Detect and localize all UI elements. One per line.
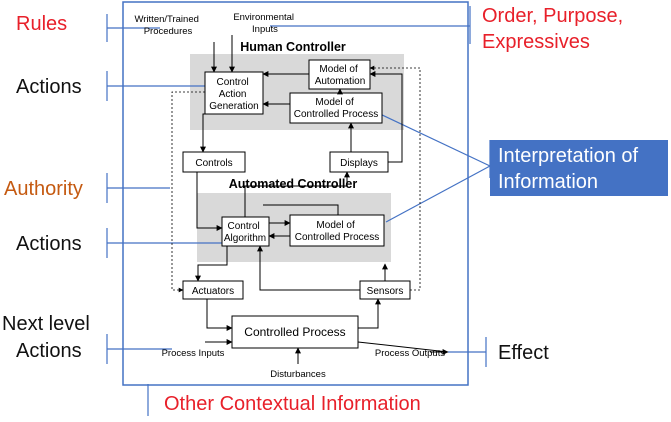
actions-top-label: Actions <box>16 76 82 98</box>
environmental-inputs-label: Environmental Inputs <box>233 12 296 35</box>
model-of-controlled-process-human-label: Model of Controlled Process <box>294 97 378 120</box>
model-of-automation-box <box>308 59 371 90</box>
human-controller-title: Human Controller <box>240 40 346 54</box>
outer-frame <box>122 1 469 386</box>
rules-label: Rules <box>16 13 67 35</box>
next-level-actions-label: Next level Actions <box>2 313 95 362</box>
arrow-algorithm-to-actuators <box>195 246 228 282</box>
other-contextual-information-label: Other Contextual Information <box>164 393 421 415</box>
label-connectors <box>106 6 491 416</box>
effect-label: Effect <box>498 342 549 364</box>
interpretation-box <box>490 140 668 196</box>
interpretation-of-information-label: Interpretation of Information <box>498 145 644 193</box>
process-inputs-label: Process Inputs <box>162 348 225 359</box>
dashed-cag-to-actuators <box>171 91 205 293</box>
controlled-process-label: Controlled Process <box>244 325 345 339</box>
control-action-generation-box <box>204 71 264 115</box>
arrow-process-to-sensors <box>358 298 381 329</box>
disturbances-label: Disturbances <box>270 369 326 380</box>
arrow-process-outputs <box>357 341 449 353</box>
arrow-displays-to-model-auto <box>369 71 403 163</box>
model-of-controlled-process-human-box <box>289 92 383 124</box>
arrow-model-to-model-auto <box>263 204 339 215</box>
written-procedures-label: Written/Trained Procedures <box>134 14 201 37</box>
dashed-sensors-to-model-auto <box>369 65 421 291</box>
actuators-label: Actuators <box>192 286 234 297</box>
controls-label: Controls <box>195 158 232 169</box>
arrow-controls-to-algorithm <box>196 172 223 231</box>
authority-label: Authority <box>4 178 83 200</box>
controls-box <box>182 151 246 173</box>
order-purpose-expressives-label: Order, Purpose, Expressives <box>482 5 629 53</box>
control-algorithm-label: Control Algorithm <box>224 221 266 244</box>
control-algorithm-box <box>221 216 270 247</box>
process-outputs-label: Process Outputs <box>375 348 445 359</box>
arrow-cag-to-controls <box>200 113 214 153</box>
actions-mid-label: Actions <box>16 233 82 255</box>
model-of-controlled-process-auto-label: Model of Controlled Process <box>295 220 379 243</box>
model-of-automation-label: Model of Automation <box>315 64 366 87</box>
arrow-sensors-to-algorithm <box>257 245 360 291</box>
displays-label: Displays <box>340 158 378 169</box>
control-action-generation-label: Control Action Generation <box>209 77 258 112</box>
arrow-auto-to-displays <box>244 171 350 217</box>
automated-controller-title: Automated Controller <box>229 177 358 191</box>
model-of-controlled-process-auto-box <box>289 214 385 247</box>
controlled-process-box <box>231 315 359 349</box>
arrow-actuators-to-process <box>206 299 233 331</box>
sensors-label: Sensors <box>367 286 404 297</box>
